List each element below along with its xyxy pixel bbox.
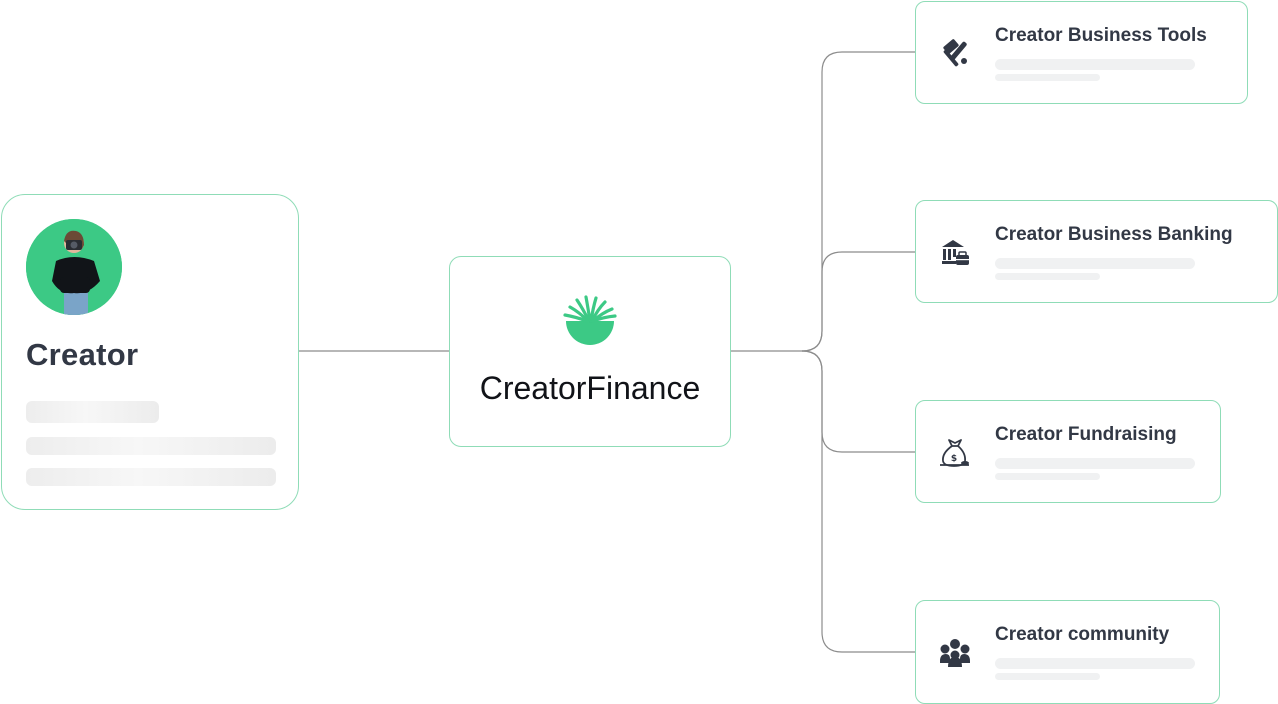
connector-to-community [801, 350, 915, 653]
branch-card-community: Creator community [915, 600, 1220, 704]
creator-title: Creator [26, 337, 139, 372]
branch-label-business-banking: Creator Business Banking [995, 224, 1233, 245]
bank-icon [938, 235, 972, 269]
branch-label-business-tools: Creator Business Tools [995, 25, 1207, 46]
branch-card-business-tools: Creator Business Tools [915, 1, 1248, 104]
money-bag-icon: $ [938, 435, 972, 469]
branch-card-fundraising: $ Creator Fundraising [915, 400, 1221, 503]
placeholder-line [995, 258, 1195, 269]
creator-placeholder-line [26, 401, 159, 423]
creator-placeholder-line [26, 468, 276, 486]
connector-center-trunk [731, 51, 915, 352]
hammer-icon [938, 36, 972, 70]
placeholder-line [995, 59, 1195, 70]
svg-text:$: $ [951, 454, 957, 464]
connector-to-banking [801, 251, 915, 352]
placeholder-line [995, 74, 1100, 81]
placeholder-line [995, 658, 1195, 669]
placeholder-line [995, 673, 1100, 680]
creatorfinance-title: CreatorFinance [479, 370, 701, 406]
connector-to-fundraising [801, 350, 915, 453]
creator-card: Creator [1, 194, 299, 510]
creator-placeholder-line [26, 437, 276, 455]
creator-avatar [26, 219, 122, 315]
community-icon [938, 635, 972, 669]
branch-label-community: Creator community [995, 624, 1170, 645]
placeholder-line [995, 473, 1100, 480]
creatorfinance-card: CreatorFinance [449, 256, 731, 447]
branch-label-fundraising: Creator Fundraising [995, 424, 1177, 445]
placeholder-line [995, 273, 1100, 280]
placeholder-line [995, 458, 1195, 469]
creatorfinance-logo-icon [562, 295, 618, 347]
branch-card-business-banking: Creator Business Banking [915, 200, 1278, 303]
